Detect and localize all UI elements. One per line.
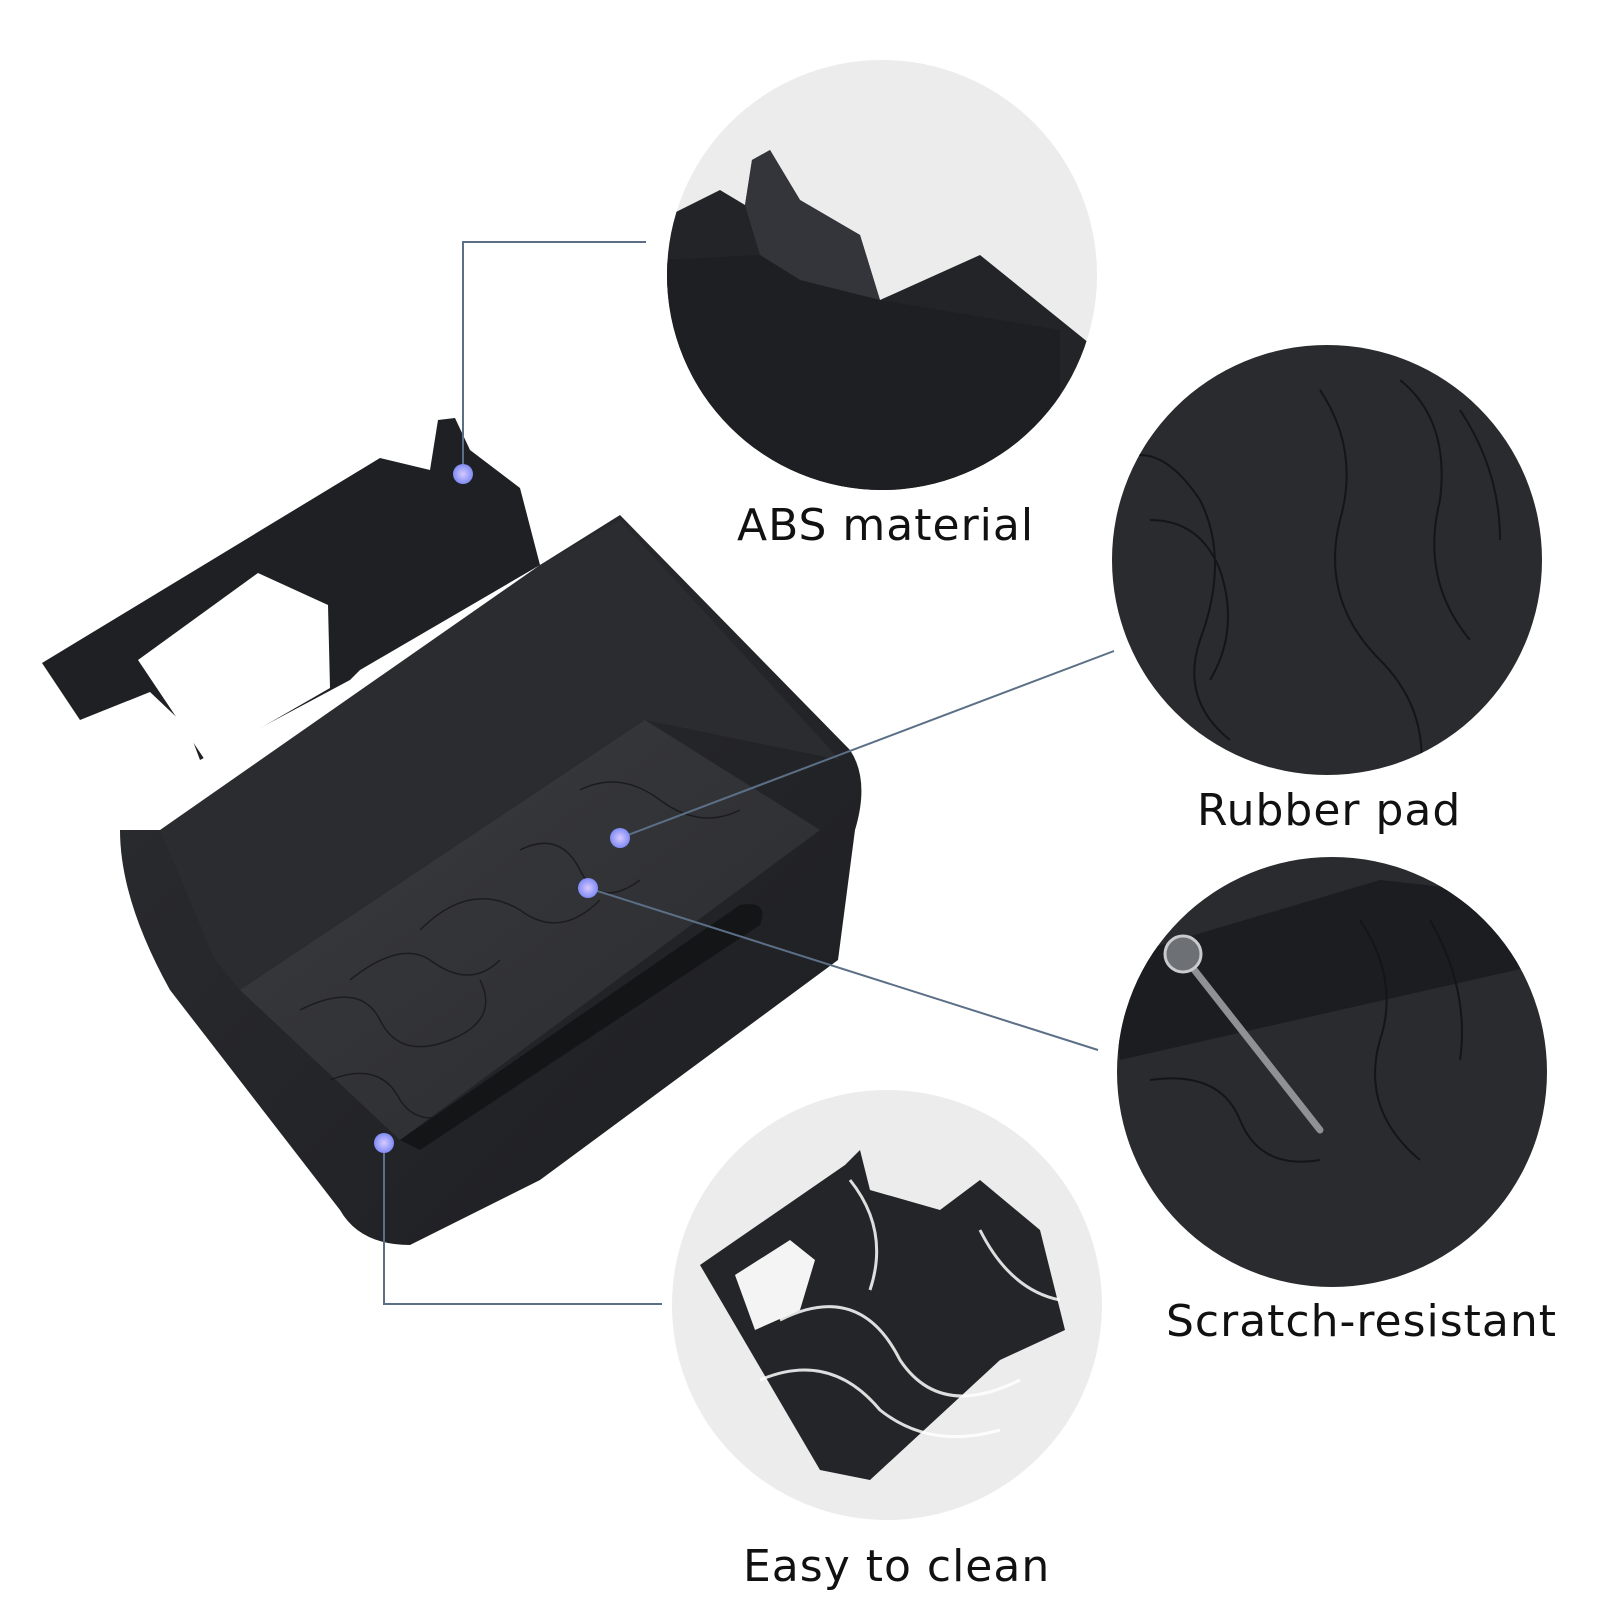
leader-line-rubber [619,650,1115,839]
marker-scratch [578,878,598,898]
leader-line-scratch [587,887,1099,1051]
leader-lines [383,241,1115,1305]
leader-line-clean [383,1143,662,1305]
feature-markers [374,464,630,1153]
detail-circle-scratch [1117,857,1547,1287]
marker-clean [374,1133,394,1153]
marker-rubber [610,828,630,848]
caption-scratch-resistant: Scratch-resistant [1166,1296,1557,1347]
caption-abs-material: ABS material [737,500,1035,551]
detail-circle-abs [667,60,1097,490]
caption-easy-to-clean: Easy to clean [743,1541,1051,1592]
caption-rubber-pad: Rubber pad [1197,785,1462,836]
storage-box-product [42,418,862,1245]
marker-abs [453,464,473,484]
detail-circle-clean [672,1090,1102,1520]
detail-circle-rubber [1112,345,1542,775]
leader-line-abs [462,241,646,474]
